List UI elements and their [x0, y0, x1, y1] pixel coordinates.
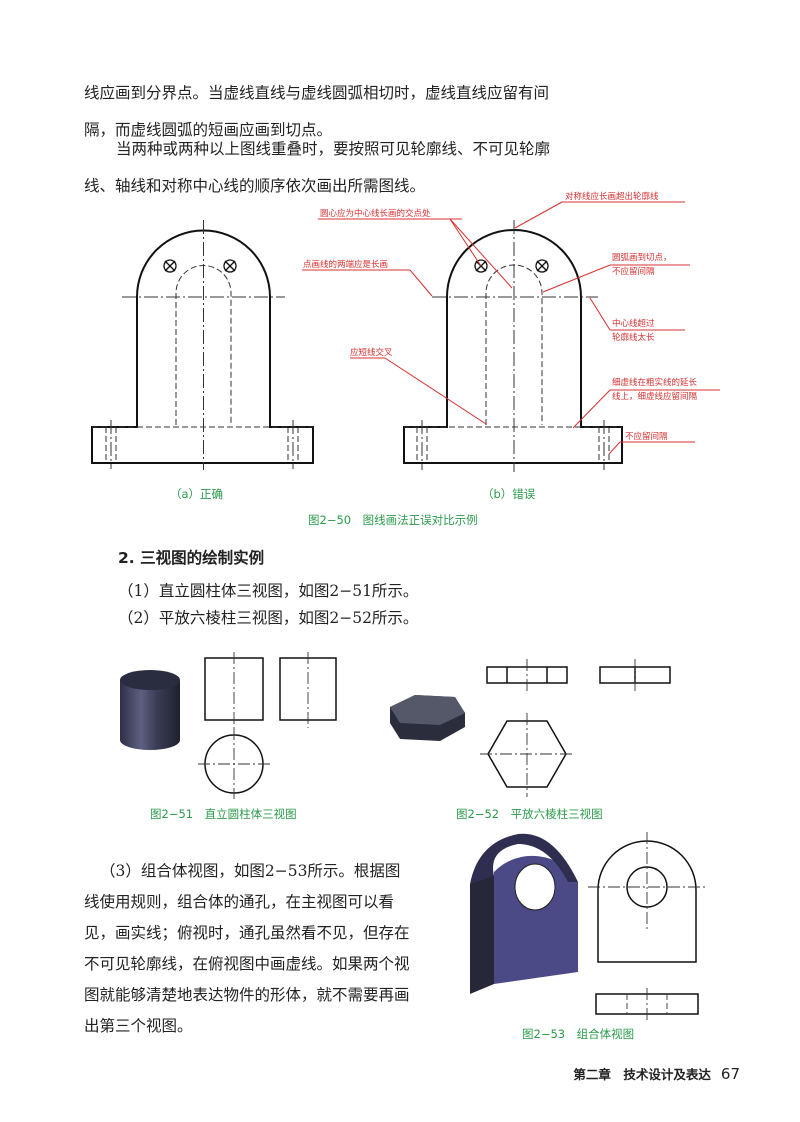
fig-2-53-caption: 图2−53 组合体视图	[522, 1027, 635, 1041]
ann-dashed-ext-2: 线上，细虚线应留间隔	[612, 391, 698, 402]
fig-2-50-caption: 图2−50 图线画法正误对比示例	[308, 513, 478, 527]
fig-2-51-caption: 图2−51 直立圆柱体三视图	[150, 807, 297, 821]
page-footer: 第二章 技术设计及表达 67	[573, 1064, 740, 1083]
paragraph-1: 线应画到分界点。当虚线直线与虚线圆弧相切时，虚线直线应留有间隔，而虚线圆弧的短画…	[84, 84, 550, 139]
ann-arc-tangent-2: 不应留间隔	[612, 266, 655, 277]
ann-should-cross: 应短线交叉	[350, 347, 393, 358]
ann-centerline-long-2: 轮廓线太长	[612, 332, 655, 343]
item-3-paragraph: （3）组合体视图，如图2−53所示。根据图线使用规则，组合体的通孔，在主视图可以…	[84, 862, 410, 1035]
page-number: 67	[720, 1065, 740, 1083]
ann-dash-ends: 点画线的两端应是长画	[303, 259, 388, 270]
list-item-2: （2）平放六棱柱三视图，如图2−52所示。	[118, 609, 419, 627]
figure-2-52	[390, 659, 671, 797]
ann-center-intersect: 圆心应为中心线长画的交点处	[320, 208, 431, 219]
section-heading: 2. 三视图的绘制实例	[118, 549, 265, 567]
ann-centerline-long-1: 中心线超过	[612, 318, 655, 329]
ann-symmetry-exceed: 对称线应长画超出轮廓线	[565, 191, 659, 202]
ann-arc-tangent-1: 圆弧画到切点，	[612, 252, 672, 263]
fig-2-50b-label: （b）错误	[482, 487, 536, 501]
chapter-title: 第二章 技术设计及表达	[573, 1067, 711, 1082]
list-item-1: （1）直立圆柱体三视图，如图2−51所示。	[118, 582, 419, 600]
figure-2-50b: 圆心应为中心线长画的交点处 点画线的两端应是长画 应短线交叉 对称线应长画超出轮…	[302, 191, 720, 472]
figure-2-50a	[91, 220, 314, 470]
paragraph-2: 当两种或两种以上图线重叠时，要按照可见轮廓线、不可见轮廓线、轴线和对称中心线的顺…	[84, 140, 551, 195]
fig-2-50a-label: （a）正确	[170, 487, 224, 501]
figure-2-53	[470, 832, 706, 1020]
figure-2-51	[120, 652, 337, 799]
ann-dashed-ext-1: 细虚线在粗实线的延长	[612, 377, 698, 388]
fig-2-52-caption: 图2−52 平放六棱柱三视图	[456, 807, 603, 821]
ann-no-gap: 不应留间隔	[625, 431, 668, 442]
